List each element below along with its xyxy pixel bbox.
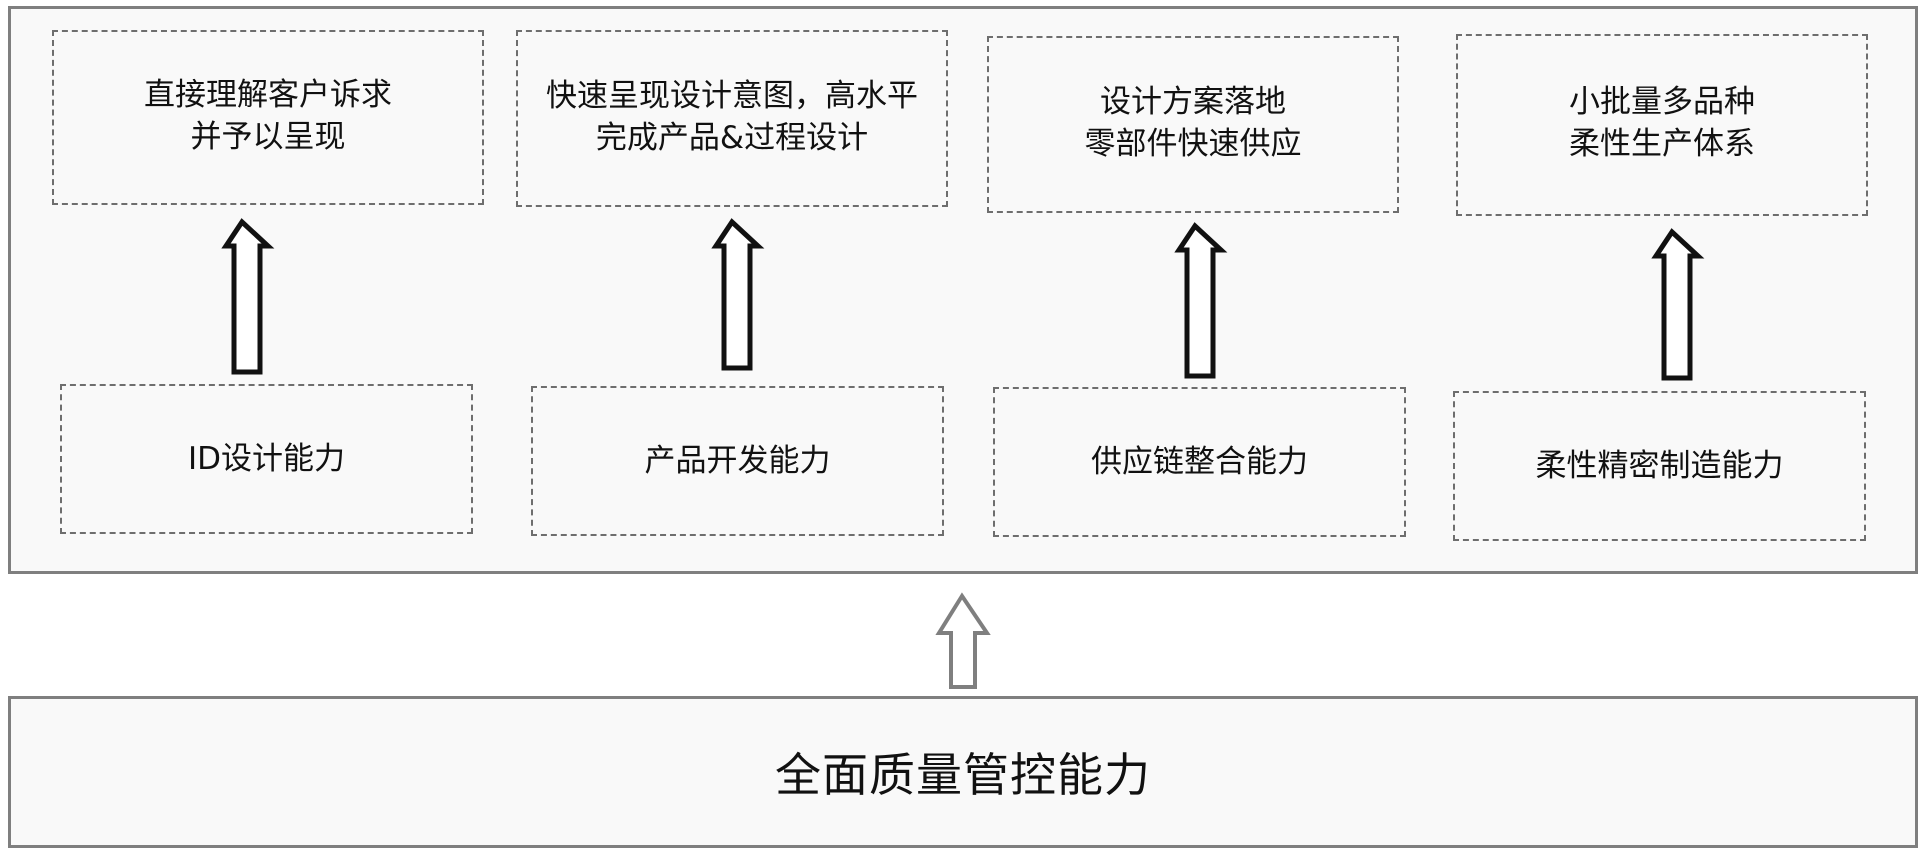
goal-line: 零部件快速供应	[1084, 125, 1302, 162]
capability-box-flexible-manufacturing: 柔性精密制造能力	[1453, 391, 1866, 541]
foundation-panel: 全面质量管控能力	[8, 696, 1918, 848]
capability-box-id-design: ID设计能力	[60, 384, 473, 534]
goal-line: 快速呈现设计意图，高水平	[546, 77, 918, 114]
capability-label: 供应链整合能力	[1091, 444, 1308, 480]
capability-box-product-development: 产品开发能力	[531, 386, 944, 536]
up-arrow-icon	[935, 592, 991, 689]
goal-line: 设计方案落地	[1100, 83, 1286, 120]
capabilities-panel	[8, 6, 1918, 574]
capability-label: ID设计能力	[187, 441, 345, 477]
foundation-label: 全面质量管控能力	[775, 748, 1151, 802]
goal-box-design-landing: 设计方案落地 零部件快速供应	[987, 36, 1399, 213]
goal-line: 并予以呈现	[190, 118, 346, 155]
goal-line: 小批量多品种	[1569, 84, 1755, 120]
goal-line: 直接理解客户诉求	[144, 76, 392, 113]
goal-line: 完成产品&过程设计	[595, 119, 869, 156]
goal-box-design-intent: 快速呈现设计意图，高水平 完成产品&过程设计	[516, 30, 948, 207]
capability-label: 柔性精密制造能力	[1535, 448, 1784, 484]
goal-box-flexible-production: 小批量多品种 柔性生产体系	[1456, 34, 1868, 216]
capability-label: 产品开发能力	[644, 443, 831, 479]
goal-line: 柔性生产体系	[1569, 126, 1755, 162]
goal-box-customer-needs: 直接理解客户诉求 并予以呈现	[52, 30, 484, 205]
capability-box-supply-chain: 供应链整合能力	[993, 387, 1406, 537]
